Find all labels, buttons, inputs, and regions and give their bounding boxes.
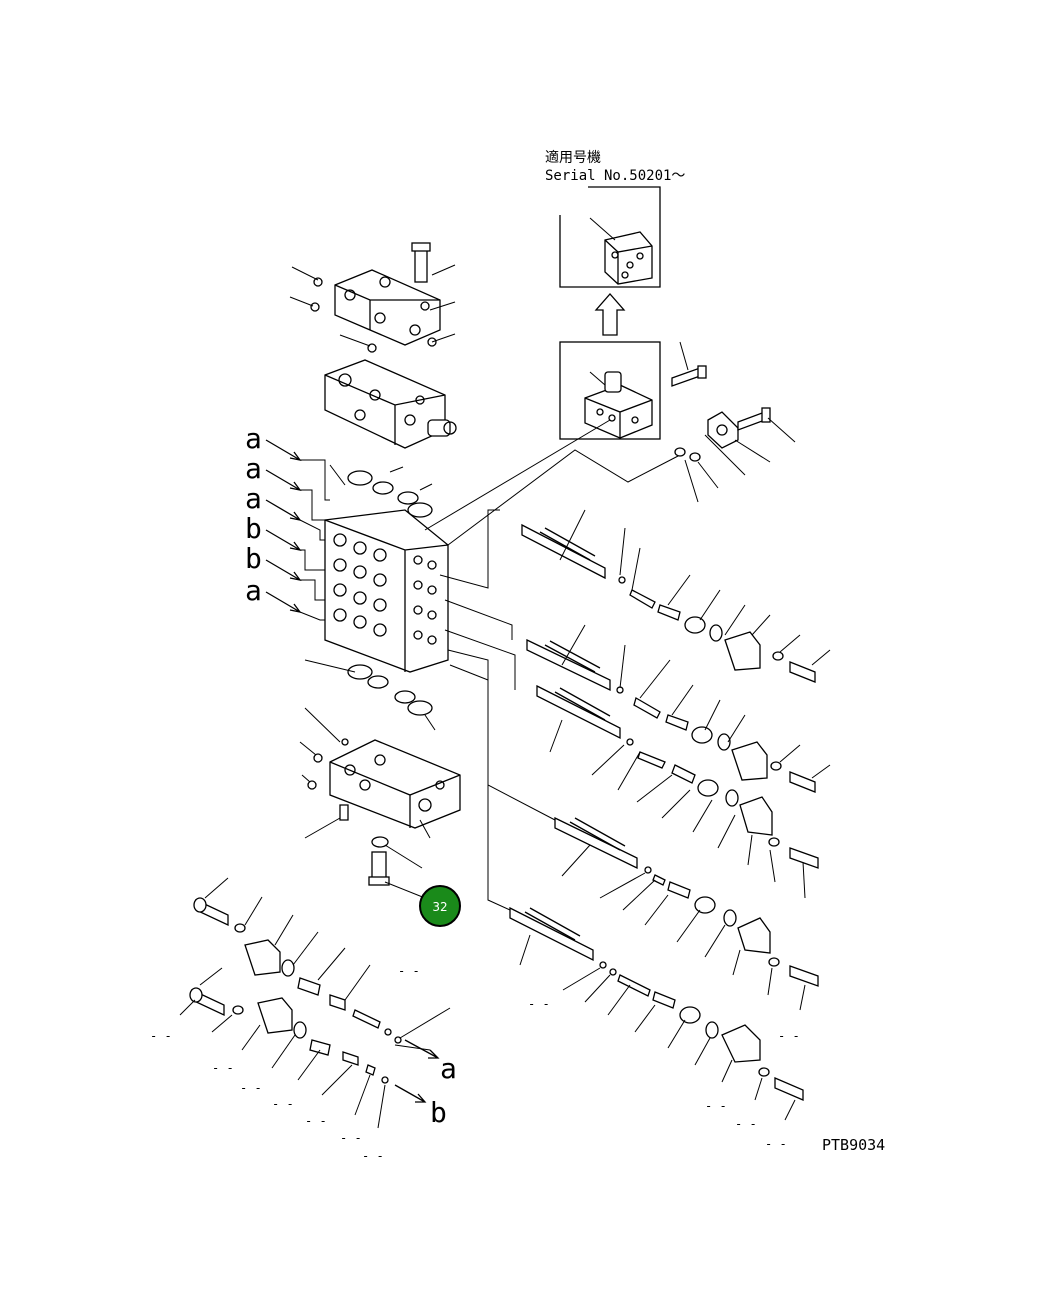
svg-text:- -: - -	[272, 1097, 294, 1111]
inset-arrow-up	[594, 293, 626, 336]
drawing-code: PTB9034	[822, 1136, 885, 1154]
svg-text:- -: - -	[240, 1081, 262, 1095]
inset-box-upper	[559, 186, 661, 288]
svg-text:- -: - -	[528, 997, 550, 1011]
spool-row-5	[509, 906, 804, 1121]
callout-label: 32	[432, 900, 447, 914]
svg-text:- -: - -	[305, 1114, 327, 1128]
letter-a2: a	[245, 452, 262, 485]
svg-text:- -: - -	[212, 1061, 234, 1075]
spool-leader-lines	[439, 509, 556, 911]
letter-a3: a	[245, 482, 262, 515]
letter-a1: a	[245, 422, 262, 455]
serial-number-label: Serial No.50201～	[545, 168, 685, 184]
callout-circle[interactable]	[419, 885, 461, 927]
inlet-section	[324, 359, 457, 449]
left-parts-row-a: a	[193, 877, 457, 1085]
svg-text:- -: - -	[362, 1149, 384, 1163]
serial-title-jp: 適用号機	[545, 149, 601, 166]
arrow-label-a: a	[440, 1052, 457, 1085]
left-parts-row-b: b	[179, 967, 447, 1129]
letter-a4: a	[245, 574, 262, 607]
section-letters: a a a b b a	[245, 422, 330, 621]
spool-bracket-leader	[447, 449, 681, 546]
inset-box-lower	[559, 341, 661, 440]
callout-32[interactable]: 32	[419, 885, 461, 927]
svg-text:- -: - -	[705, 1099, 727, 1113]
letter-b2: b	[245, 542, 262, 575]
outlet-section	[299, 707, 461, 899]
svg-text:- -: - -	[150, 1029, 172, 1043]
svg-text:- -: - -	[340, 1131, 362, 1145]
main-valve-body	[304, 464, 449, 731]
relief-valve-parts	[671, 341, 796, 503]
arrow-label-b: b	[430, 1096, 447, 1129]
spool-row-3	[536, 684, 819, 899]
svg-text:- -: - -	[735, 1117, 757, 1131]
spool-row-4	[554, 816, 819, 1011]
letter-b1: b	[245, 512, 262, 545]
spool-row-2	[526, 624, 831, 793]
dash-marks: - - - - - - - - - - - - - - - - - - - - …	[150, 964, 800, 1163]
top-cover-plate	[289, 242, 456, 353]
svg-text:- -: - -	[765, 1137, 787, 1151]
inset-leader-line	[424, 419, 611, 531]
svg-text:- -: - -	[398, 964, 420, 978]
svg-text:- -: - -	[778, 1029, 800, 1043]
spool-row-1	[521, 509, 831, 683]
